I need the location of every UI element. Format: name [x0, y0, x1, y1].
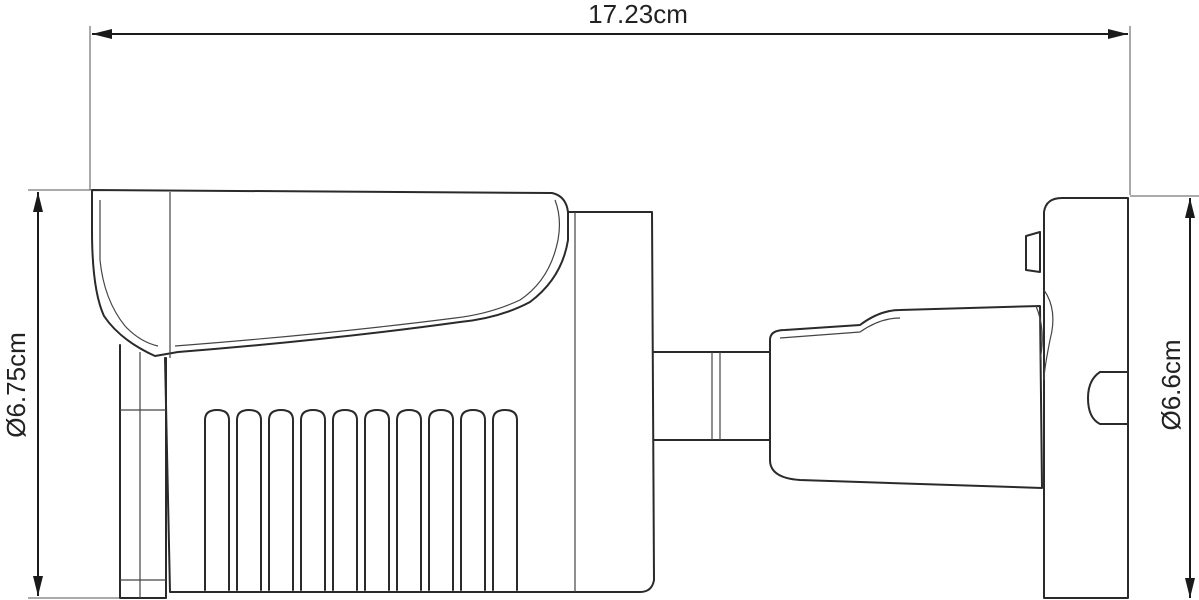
mount-diameter-dimension: Ø6.6cm [1130, 195, 1199, 598]
mount-bracket [653, 305, 1043, 489]
wall-base [1025, 197, 1129, 599]
mount-diameter-label: Ø6.6cm [1156, 339, 1186, 430]
cooling-fin [364, 409, 390, 591]
front-lens-ring [119, 344, 167, 599]
cooling-fin [236, 409, 262, 591]
cooling-fin [492, 409, 518, 591]
wall-base-inner [1043, 289, 1054, 381]
sun-shield-inner-edge [99, 200, 159, 347]
wall-base-plate [1043, 197, 1129, 599]
cooling-fin [268, 409, 294, 591]
bracket-arm-detail [779, 317, 901, 339]
main-housing [164, 211, 655, 593]
cooling-fin [300, 409, 326, 591]
cable-notch [1087, 371, 1129, 425]
camera-body [91, 189, 655, 599]
front-diameter-dimension: Ø6.75cm [1, 189, 120, 599]
length-label: 17.23cm [588, 0, 688, 29]
front-diameter-label: Ø6.75cm [1, 332, 31, 438]
cooling-fin [332, 409, 358, 591]
base-edge [1035, 305, 1043, 361]
cooling-fin [204, 409, 230, 591]
cooling-fin [428, 409, 454, 591]
cooling-fin [460, 409, 486, 591]
cooling-fin [396, 409, 422, 591]
sun-shield [91, 189, 569, 357]
sun-shield-rim [174, 199, 561, 347]
bracket-arm [769, 305, 1043, 489]
screw-tab [1025, 231, 1041, 273]
cooling-fins [204, 409, 518, 591]
length-dimension: 17.23cm [89, 0, 1131, 195]
